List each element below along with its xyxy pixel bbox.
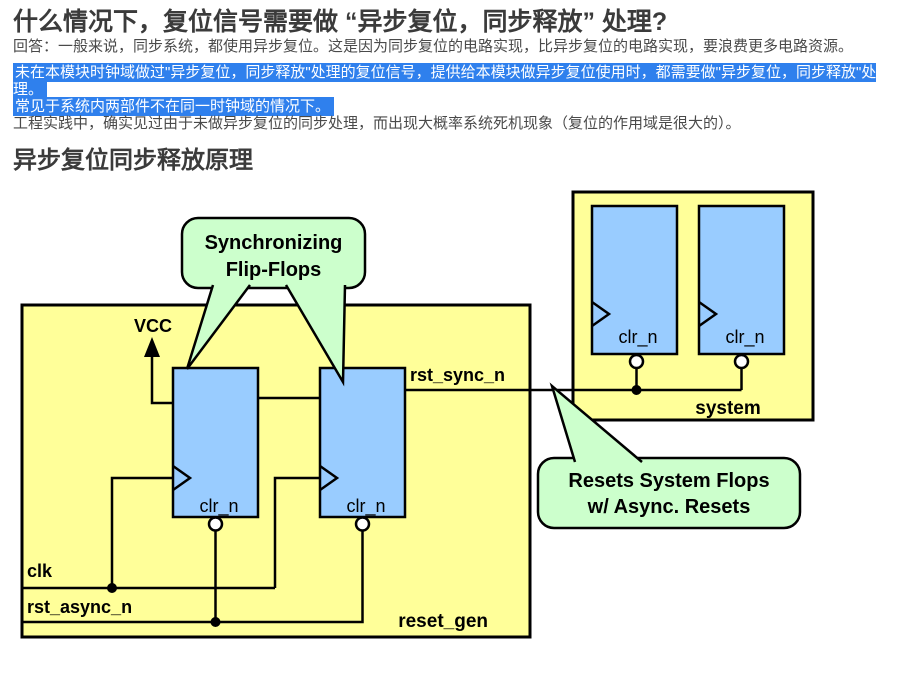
callout-synchronizing-bubble (180, 216, 367, 290)
callout-synchronizing-tail (185, 284, 251, 370)
clr-n-label: clr_n (725, 327, 764, 348)
callout-resets-tail (549, 382, 643, 463)
junction-dot (210, 617, 221, 627)
junction-dot (631, 385, 642, 395)
reset-gen-label: reset_gen (398, 611, 488, 632)
clock-triangle-icon (698, 300, 719, 328)
callout-resets-bubble (536, 456, 802, 530)
callout-resets-line1: Resets System Flops (568, 470, 769, 492)
flipflop-system-1 (590, 204, 679, 356)
wire-clk-ff2 (273, 476, 320, 588)
highlight-line-2: 常见于系统内两部件不在同一时钟域的情况下。 (13, 97, 897, 116)
flipflop-sync-1 (171, 366, 260, 519)
callout-synchronizing-line1: Synchronizing (205, 232, 343, 254)
clear-bubble-icon (733, 353, 750, 370)
reset-circuit-diagram: VCC clr_n clr_n clr_n clr_n rst_sync_n c… (20, 190, 815, 639)
wire-clk-ff1 (110, 476, 173, 588)
clear-bubble-icon (207, 516, 224, 532)
clock-triangle-icon (172, 464, 193, 492)
clk-label: clk (27, 561, 53, 581)
clr-n-label: clr_n (199, 496, 238, 517)
page-title: 什么情况下，复位信号需要做 “异步复位，同步释放” 处理? (13, 8, 668, 36)
highlighted-passage: 未在本模块时钟域做过"异步复位，同步释放"处理的复位信号，提供给本模块做异步复位… (13, 63, 897, 116)
highlight-line-1: 未在本模块时钟域做过"异步复位，同步释放"处理的复位信号，提供给本模块做异步复位… (13, 63, 897, 99)
clock-triangle-icon (591, 300, 612, 328)
clear-bubble-icon (354, 516, 371, 532)
highlight-text-2: 常见于系统内两部件不在同一时钟域的情况下。 (13, 97, 335, 116)
practice-paragraph: 工程实践中，确实见过由于未做异步复位的同步处理，而出现大概率系统死机现象（复位的… (13, 115, 741, 132)
rst-async-n-label: rst_async_n (27, 597, 132, 617)
vcc-label: VCC (134, 316, 172, 336)
clr-n-label: clr_n (618, 327, 657, 348)
clock-triangle-icon (319, 464, 340, 492)
page: { "article": { "title": "什么情况下，复位信号需要做 “… (0, 6, 897, 687)
article: 什么情况下，复位信号需要做 “异步复位，同步释放” 处理? 回答：一般来说，同步… (0, 6, 897, 176)
highlight-text-1: 未在本模块时钟域做过"异步复位，同步释放"处理的复位信号，提供给本模块做异步复位… (13, 63, 877, 99)
clr-n-label: clr_n (346, 496, 385, 517)
flipflop-sync-2 (318, 366, 407, 519)
callout-synchronizing-tail (284, 284, 347, 387)
system-label: system (695, 398, 761, 419)
wire-vcc (150, 353, 173, 405)
callout-resets-line2: w/ Async. Resets (587, 496, 751, 518)
callout-synchronizing-line2: Flip-Flops (226, 259, 322, 281)
answer-paragraph: 回答：一般来说，同步系统，都使用异步复位。这是因为同步复位的电路实现，比异步复位… (13, 38, 854, 55)
wire-rst-async (22, 530, 364, 624)
section-heading: 异步复位同步释放原理 (13, 147, 253, 174)
clear-bubble-icon (628, 353, 645, 370)
junction-dot (107, 583, 117, 593)
vcc-arrow-icon (144, 337, 160, 357)
rst-sync-n-label: rst_sync_n (410, 365, 505, 385)
